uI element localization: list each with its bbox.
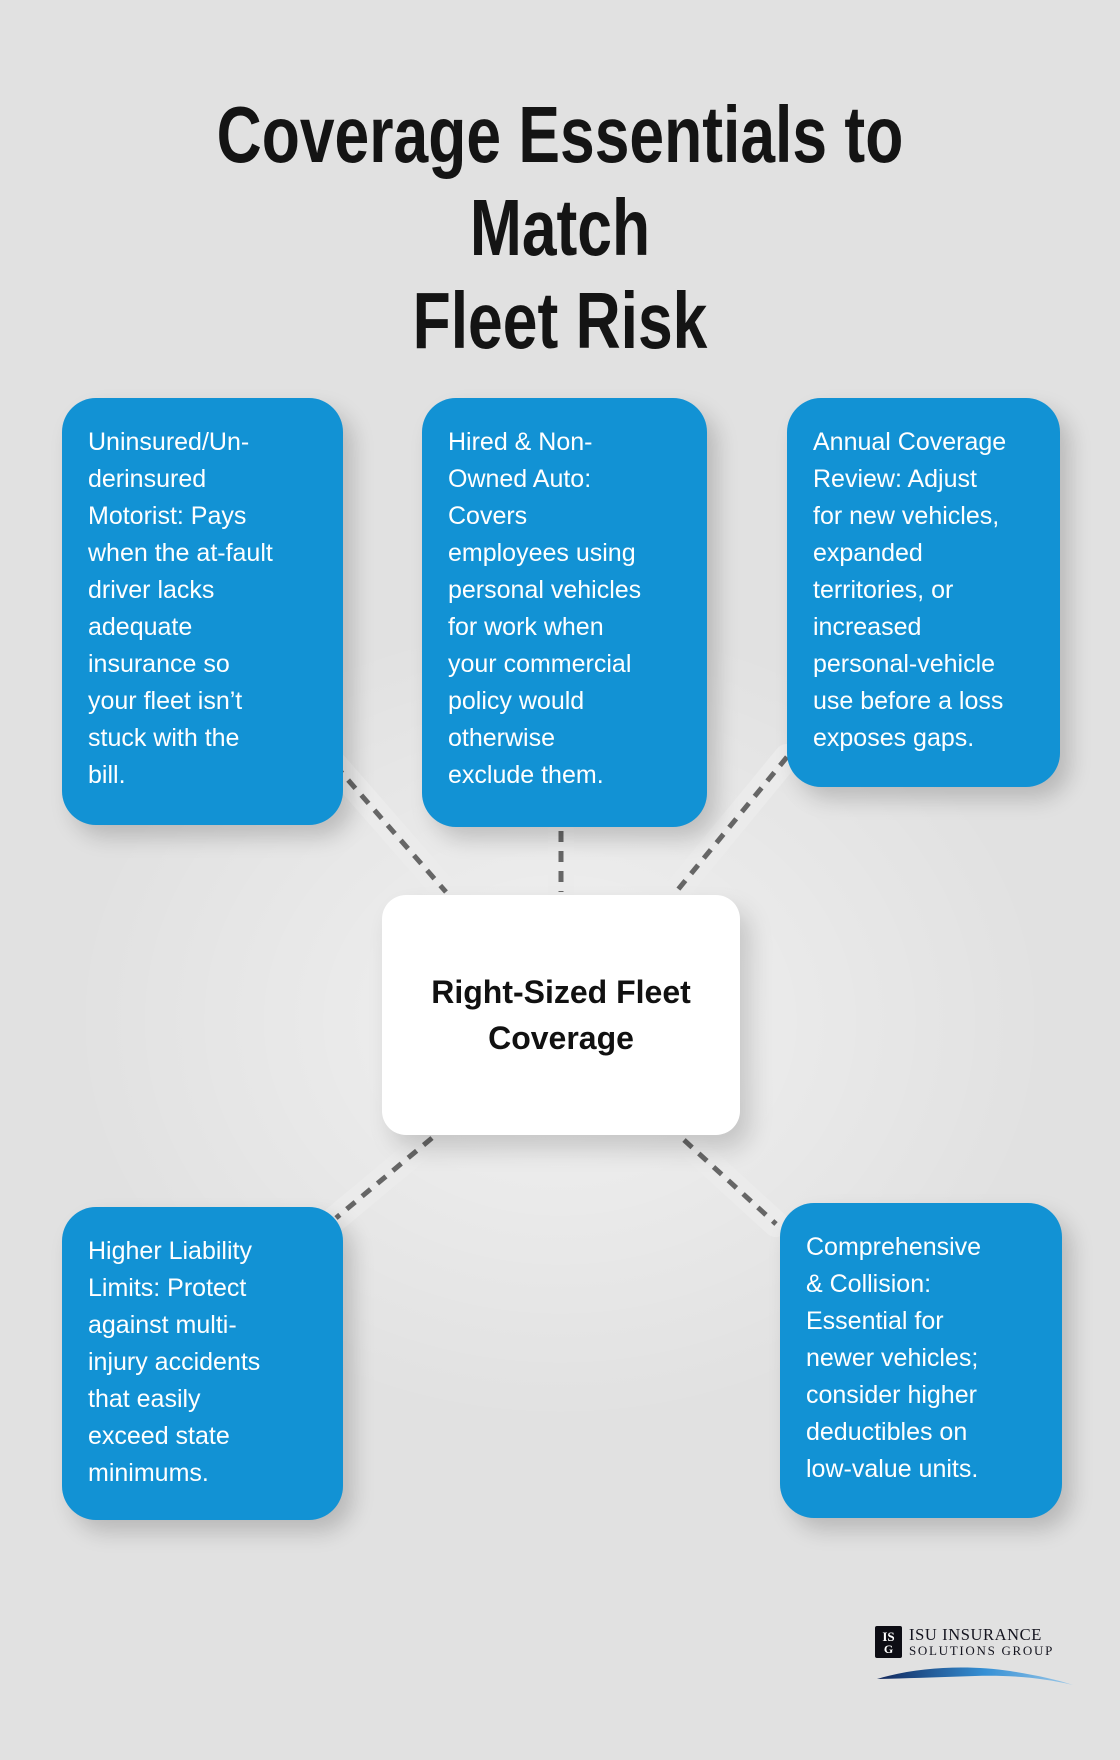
page-title-text: Coverage Essentials to Match Fleet Risk [216,90,904,365]
card-text: Comprehensive & Collision: Essential for… [806,1233,982,1483]
logo-company-subtitle: SOLUTIONS GROUP [909,1643,1055,1658]
company-logo: IS G ISU INSURANCE SOLUTIONS GROUP [875,1626,1075,1687]
card-text: Annual Coverage Review: Adjust for new v… [813,428,1007,752]
card-higher-liability-limits: Higher Liability Limits: Protect against… [62,1207,343,1520]
card-comprehensive-collision: Comprehensive & Collision: Essential for… [780,1203,1062,1518]
card-annual-coverage-review: Annual Coverage Review: Adjust for new v… [787,398,1060,787]
card-uninsured-underinsured-motorist: Uninsured/Un- derinsured Motorist: Pays … [62,398,343,825]
logo-text: ISU INSURANCE SOLUTIONS GROUP [909,1626,1054,1658]
card-text: Hired & Non- Owned Auto: Covers employee… [448,428,642,789]
logo-company-name: ISU INSURANCE [909,1625,1042,1644]
logo-swoosh [877,1667,1073,1685]
card-hired-non-owned-auto: Hired & Non- Owned Auto: Covers employee… [422,398,707,827]
center-node: Right-Sized Fleet Coverage [382,895,740,1135]
isg-monogram-icon: IS G [875,1626,902,1658]
center-node-label: Right-Sized Fleet Coverage [431,974,691,1056]
card-text: Higher Liability Limits: Protect against… [88,1237,261,1487]
card-text: Uninsured/Un- derinsured Motorist: Pays … [88,428,273,789]
page-title: Coverage Essentials to Match Fleet Risk [0,88,1120,367]
